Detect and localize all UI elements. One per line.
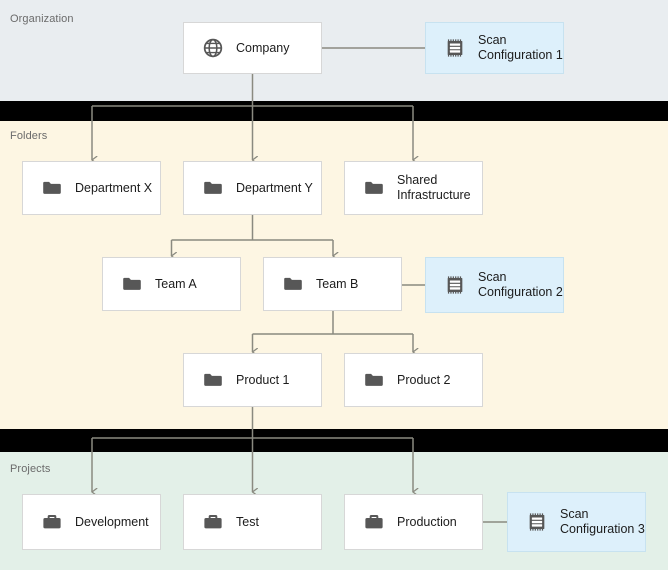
node-label-scan-config-3: Scan Configuration 3 [560,507,645,536]
globe-icon [203,38,223,58]
node-test[interactable]: Test [183,494,322,550]
folder-icon [365,181,383,194]
briefcase-icon [43,515,61,529]
node-label-team-b: Team B [316,276,359,291]
node-label-production: Production [397,514,457,529]
folder-icon [365,373,383,386]
node-department-x[interactable]: Department X [22,161,161,215]
folder-icon [204,373,222,386]
node-product-1[interactable]: Product 1 [183,353,322,407]
band-divider-top [0,101,668,121]
node-label-product-2: Product 2 [397,372,451,387]
briefcase-icon [365,515,383,529]
node-scan-config-3[interactable]: Scan Configuration 3 [507,492,646,552]
folder-icon [123,277,141,290]
node-development[interactable]: Development [22,494,161,550]
node-label-team-a: Team A [155,276,197,291]
folder-icon [204,181,222,194]
node-company[interactable]: Company [183,22,322,74]
node-label-company: Company [236,40,290,55]
node-label-department-y: Department Y [236,180,313,195]
folder-icon [284,277,302,290]
band-label-folders: Folders [10,130,48,142]
band-organization [0,0,668,101]
node-label-test: Test [236,514,259,529]
band-label-organization: Organization [10,13,74,25]
node-department-y[interactable]: Department Y [183,161,322,215]
node-label-scan-config-2: Scan Configuration 2 [478,270,563,299]
scan-icon [529,513,545,531]
node-label-scan-config-1: Scan Configuration 1 [478,33,563,62]
node-scan-config-2[interactable]: Scan Configuration 2 [425,257,564,313]
node-team-b[interactable]: Team B [263,257,402,311]
node-label-product-1: Product 1 [236,372,290,387]
node-production[interactable]: Production [344,494,483,550]
scan-icon [447,39,463,57]
folder-icon [43,181,61,194]
briefcase-icon [204,515,222,529]
node-scan-config-1[interactable]: Scan Configuration 1 [425,22,564,74]
band-label-projects: Projects [10,463,51,475]
scan-icon [447,276,463,294]
node-label-department-x: Department X [75,180,153,195]
node-shared-infrastructure[interactable]: Shared Infrastructure [344,161,483,215]
node-product-2[interactable]: Product 2 [344,353,483,407]
node-team-a[interactable]: Team A [102,257,241,311]
node-label-shared-infrastructure: Shared Infrastructure [397,173,471,202]
node-label-development: Development [75,514,149,529]
band-divider-bottom [0,429,668,452]
